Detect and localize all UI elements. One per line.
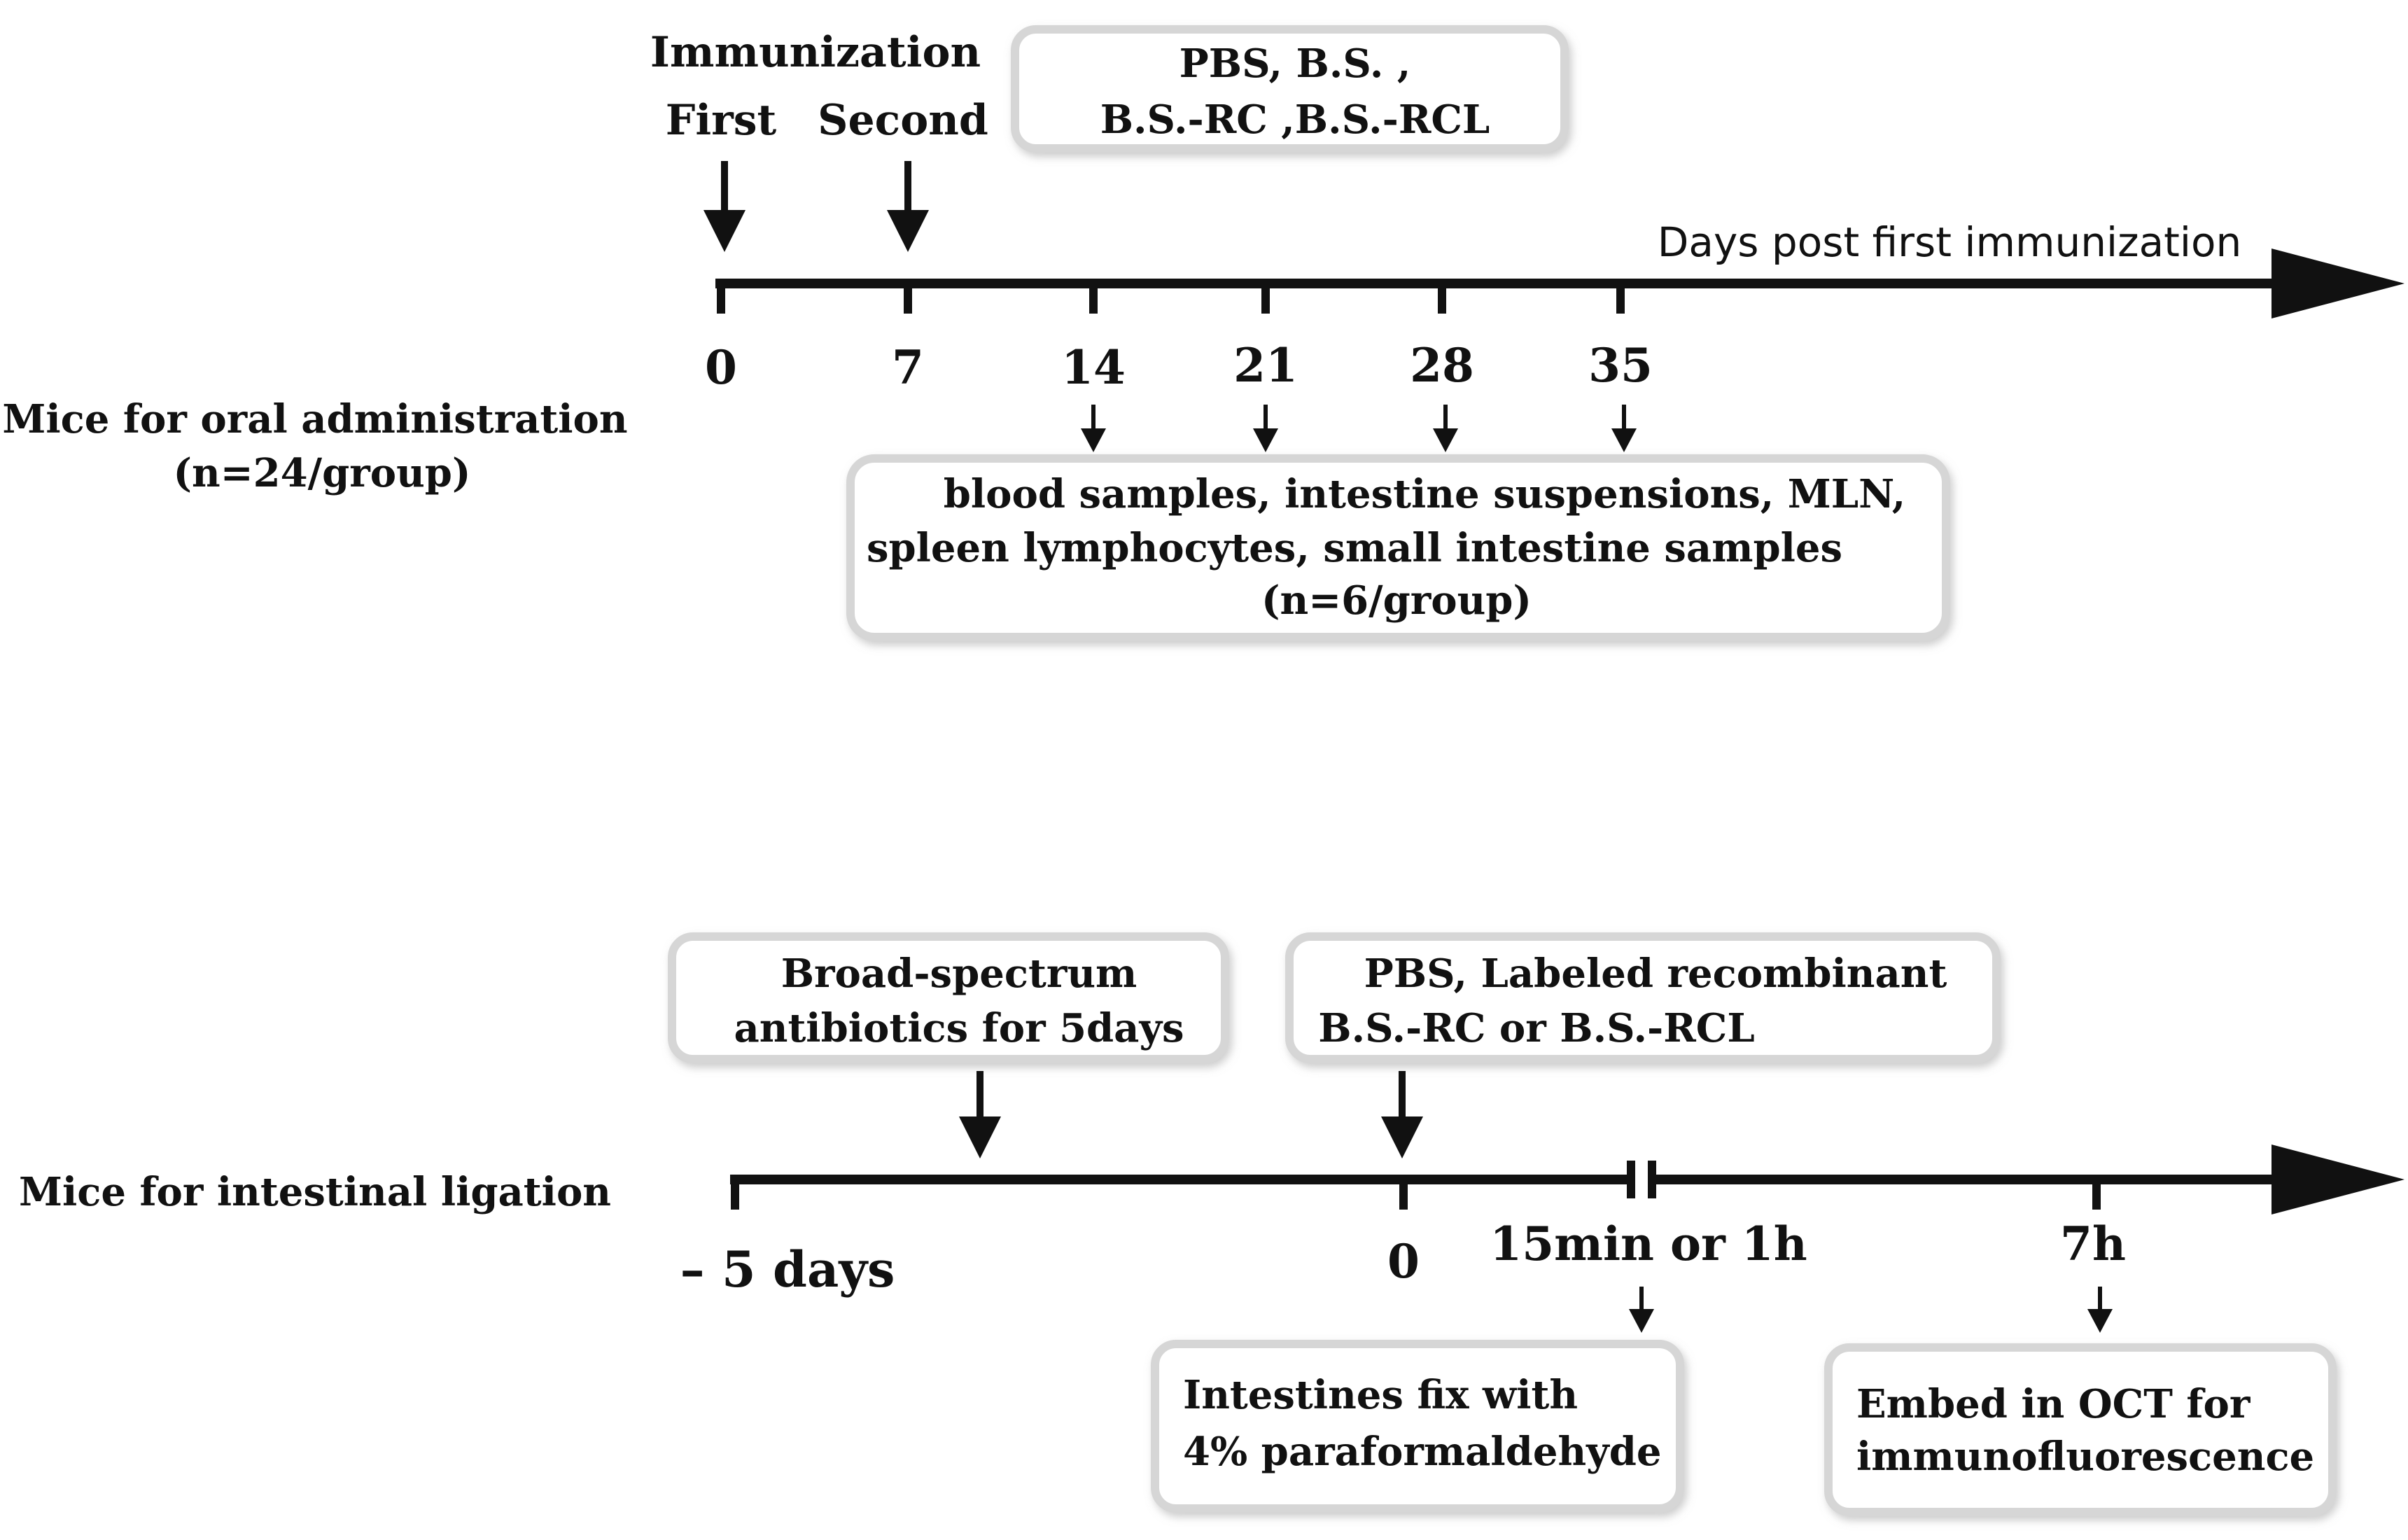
oral-administration-timeline: Immunization First Second PBS, B.S. , B.… <box>2 25 2404 641</box>
top-tick-label-21: 21 <box>1233 338 1298 393</box>
intestinal-ligation-timeline: Broad-spectrum antibiotics for 5days PBS… <box>19 932 2404 1516</box>
top-tick-label-35: 35 <box>1588 338 1653 393</box>
axis-title: Days post first immunization <box>1658 218 2242 266</box>
top-tick-label-0: 0 <box>705 340 737 395</box>
top-axis-arrowhead <box>2272 248 2404 318</box>
sampling-arrow-21 <box>1253 405 1278 452</box>
labeled-treatment-box: PBS, Labeled recombinant B.S.-RC or B.S.… <box>1285 932 2001 1063</box>
oral-row-group-size: (n=24/group) <box>174 450 471 496</box>
antibiotics-box-line-1: Broad-spectrum <box>781 951 1138 997</box>
top-tick-label-28: 28 <box>1410 338 1474 393</box>
second-immunization-arrow <box>887 161 929 252</box>
first-immunization-label: First <box>666 96 777 145</box>
sampling-arrow-35 <box>1611 405 1637 452</box>
immunization-label: Immunization <box>650 28 981 77</box>
second-immunization-label: Second <box>818 96 988 145</box>
antibiotics-box-line-2: antibiotics for 5days <box>734 1005 1184 1051</box>
first-immunization-arrow <box>704 161 746 252</box>
bottom-tick-label-0: 0 <box>1387 1234 1420 1289</box>
fixation-box: Intestines fix with 4% paraformaldehyde <box>1151 1340 1684 1513</box>
bottom-tick-label-15min-or-1h: 15min or 1h <box>1490 1217 1807 1271</box>
samples-box-line-2: spleen lymphocytes, small intestine samp… <box>867 525 1842 571</box>
treatment-groups-box: PBS, B.S. , B.S.-RC ,B.S.-RCL <box>1011 25 1569 153</box>
samples-box-line-1: blood samples, intestine suspensions, ML… <box>944 471 1906 517</box>
bottom-tick-label-minus-5-days: – 5 days <box>680 1240 895 1298</box>
top-tick-label-7: 7 <box>892 340 924 395</box>
oral-row-label: Mice for oral administration <box>2 396 627 442</box>
fixation-box-line-2: 4% paraformaldehyde <box>1183 1429 1661 1475</box>
treatment-arrow <box>1381 1071 1423 1158</box>
groups-box-line-1: PBS, B.S. , <box>1180 41 1411 87</box>
treatment-box-line-2: B.S.-RC or B.S.-RCL <box>1318 1005 1754 1051</box>
embedding-arrow <box>2087 1287 2113 1333</box>
ligation-row-label: Mice for intestinal ligation <box>19 1169 611 1215</box>
top-tick-label-14: 14 <box>1061 340 1126 395</box>
embedding-box-line-1: Embed in OCT for <box>1856 1381 2251 1427</box>
samples-box-line-3: (n=6/group) <box>1261 578 1532 624</box>
samples-box: blood samples, intestine suspensions, ML… <box>846 454 1950 641</box>
embedding-box: Embed in OCT for immunofluorescence <box>1824 1343 2337 1516</box>
fixation-arrow <box>1629 1287 1654 1333</box>
treatment-box-line-1: PBS, Labeled recombinant <box>1364 951 1947 997</box>
bottom-tick-label-7h: 7h <box>2060 1217 2126 1271</box>
antibiotics-arrow <box>959 1071 1001 1158</box>
bottom-axis-arrowhead <box>2272 1144 2404 1214</box>
embedding-box-line-2: immunofluorescence <box>1856 1434 2314 1480</box>
sampling-arrow-28 <box>1433 405 1458 452</box>
fixation-box-line-1: Intestines fix with <box>1183 1372 1578 1418</box>
antibiotics-box: Broad-spectrum antibiotics for 5days <box>668 932 1229 1063</box>
groups-box-line-2: B.S.-RC ,B.S.-RCL <box>1100 97 1490 143</box>
sampling-arrow-14 <box>1081 405 1106 452</box>
